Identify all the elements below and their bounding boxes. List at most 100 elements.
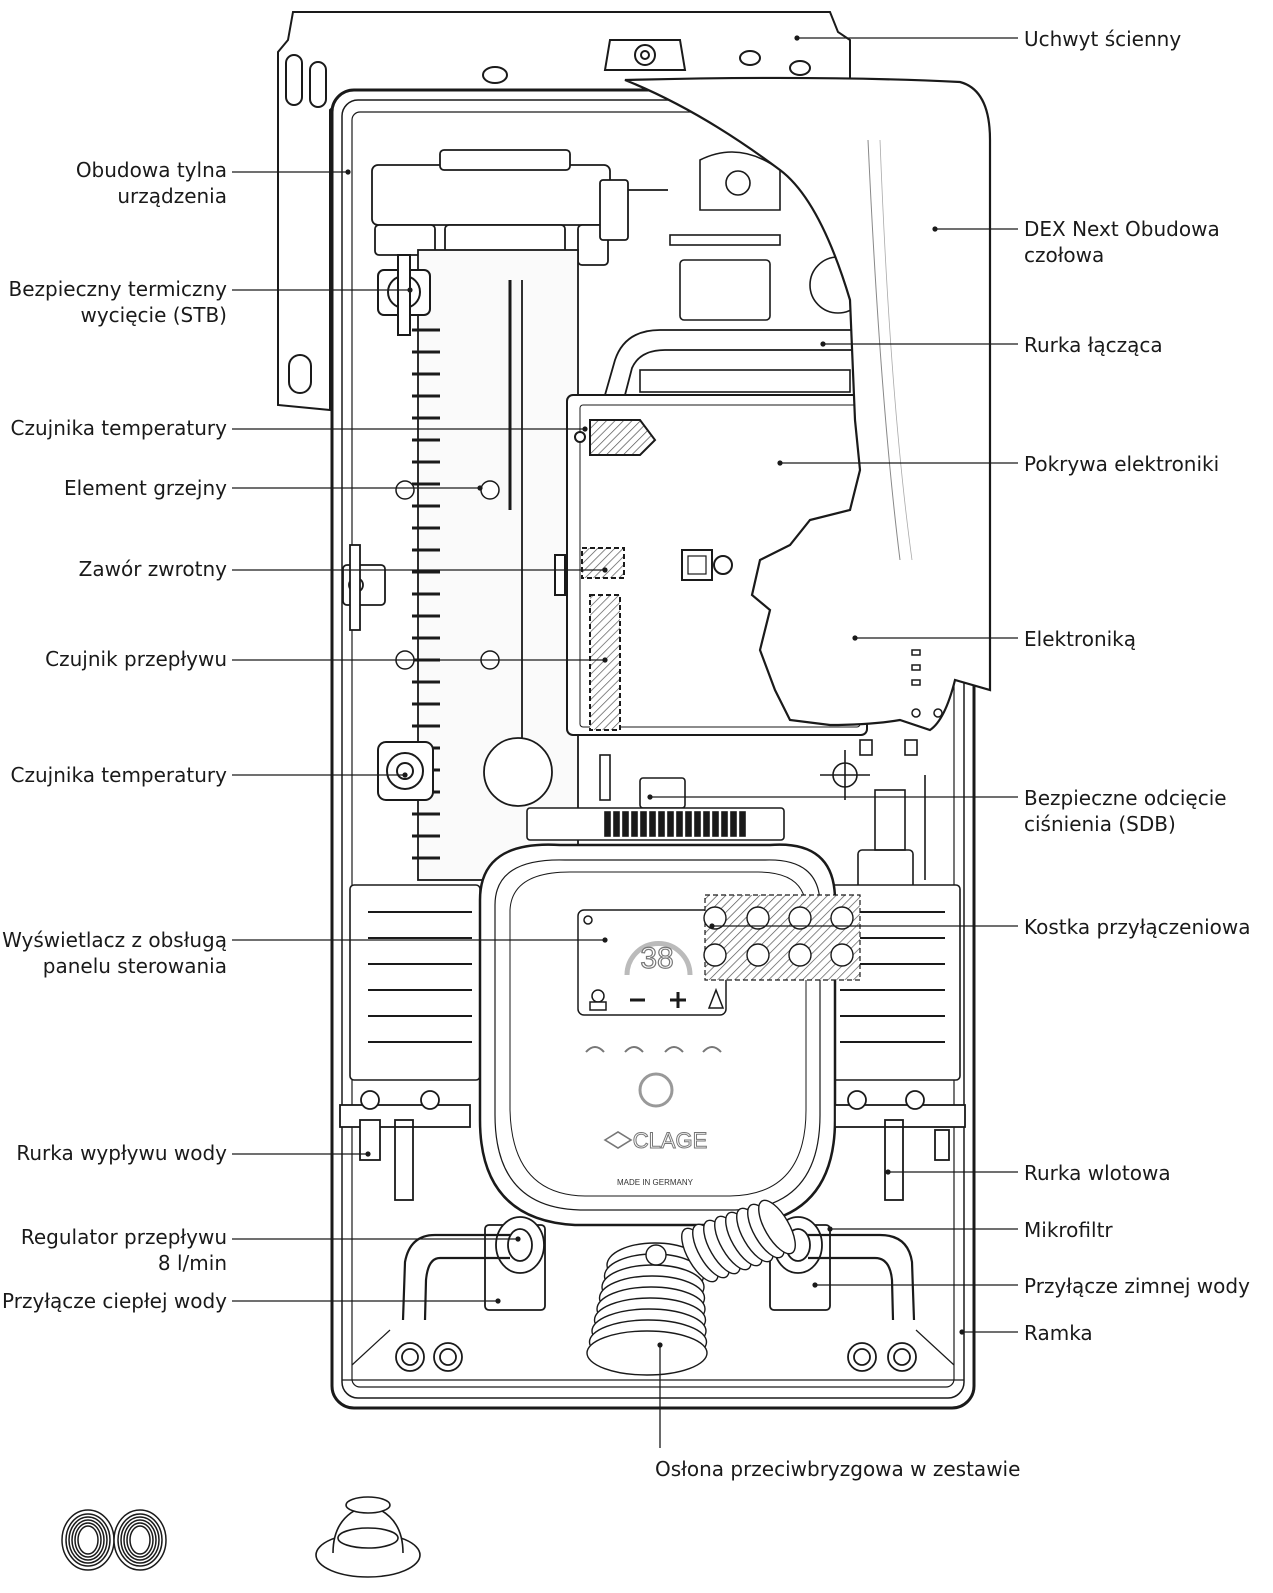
connector-pin (712, 811, 719, 837)
label-temp-sensor-bottom: Czujnika temperatury (10, 763, 227, 787)
leader-dot (515, 1236, 521, 1242)
connector-pin (685, 811, 692, 837)
terminal-screw (703, 906, 727, 930)
terminal-screw (830, 906, 854, 930)
stb-switch (377, 254, 431, 336)
terminal-screw (746, 943, 770, 967)
leader-dot (407, 287, 413, 293)
display-panel (577, 909, 727, 1149)
terminal-screw (788, 906, 812, 930)
leader-dot (345, 169, 351, 175)
top-connector (526, 807, 785, 841)
leader-dot (647, 794, 653, 800)
connector-pin (739, 811, 746, 837)
heating-block (371, 149, 668, 881)
leader-dot (777, 460, 783, 466)
label-stb-line2: wycięcie (STB) (80, 303, 227, 327)
terminal-screw (830, 943, 854, 967)
label-wall-bracket: Uchwyt ścienny (1024, 27, 1182, 51)
label-hot-connection: Przyłącze ciepłej wody (2, 1289, 227, 1313)
label-electronics: Elektroniką (1024, 627, 1137, 651)
connector-pin (667, 811, 674, 837)
connector-pin (613, 811, 620, 837)
label-sdb-line1: Bezpieczne odcięcie (1024, 786, 1227, 810)
nipple-thread (65, 1513, 111, 1567)
connector-pin (676, 811, 683, 837)
connector-pin (649, 811, 656, 837)
brand-logo: CLAGE (633, 1128, 708, 1153)
label-check-valve: Zawór zwrotny (78, 557, 227, 581)
display-temperature: 38 (640, 942, 673, 975)
label-stb-line1: Bezpieczny termiczny (8, 277, 227, 301)
lower-fittings (339, 1090, 966, 1372)
leader-dot (602, 567, 608, 573)
leader-dot (959, 1329, 965, 1335)
connector-pin (604, 811, 611, 837)
label-frame: Ramka (1024, 1321, 1093, 1345)
leader-dot (582, 426, 588, 432)
sdb-area (599, 739, 926, 891)
connector-pin (721, 811, 728, 837)
label-flow-sensor: Czujnik przepływu (45, 647, 227, 671)
label-heating-element: Element grzejny (64, 476, 227, 500)
connector-pin (730, 811, 737, 837)
nipple-thread (71, 1519, 105, 1561)
label-sdb: Bezpieczne odcięcie ciśnienia (SDB) (1024, 785, 1227, 837)
connector-pin (694, 811, 701, 837)
label-rear-housing: Obudowa tylna urządzenia (76, 157, 227, 209)
nipple-thread (117, 1513, 163, 1567)
leader-dot (827, 1226, 833, 1232)
temperature-sensor-bottom (377, 741, 434, 801)
leader-dot (602, 937, 608, 943)
label-electronics-cover: Pokrywa elektroniki (1024, 452, 1220, 476)
label-outlet-tube: Rurka wypływu wody (16, 1141, 227, 1165)
label-front-cover-line2: czołowa (1024, 243, 1105, 267)
leader-dot (709, 923, 715, 929)
label-terminal-block: Kostka przyłączeniowa (1024, 915, 1251, 939)
terminal-screw (746, 906, 770, 930)
leader-dot (365, 1151, 371, 1157)
nipple-thread (74, 1522, 102, 1558)
label-stb: Bezpieczny termiczny wycięcie (STB) (8, 276, 227, 328)
nipple-thread (120, 1516, 160, 1564)
left-clip (342, 544, 386, 631)
leader-lines (232, 35, 1018, 1448)
hose-clamp (645, 1244, 667, 1266)
upper-mechanics (639, 151, 867, 393)
label-temp-sensor-top: Czujnika temperatury (10, 416, 227, 440)
accessory-grommet (315, 1496, 421, 1578)
leader-dot (402, 772, 408, 778)
accessory-nipples (61, 1509, 167, 1571)
leader-dot (812, 1282, 818, 1288)
leader-dot (657, 1342, 663, 1348)
label-display: Wyświetlacz z obsługą panelu sterowania (2, 927, 227, 979)
connector-pin (703, 811, 710, 837)
label-inlet-tube: Rurka wlotowa (1024, 1161, 1171, 1185)
connector-pin (640, 811, 647, 837)
nipple-thread (126, 1522, 154, 1558)
label-flow-regulator: Regulator przepływu 8 l/min (21, 1224, 227, 1276)
nipple-thread (129, 1525, 151, 1555)
label-display-line2: panelu sterowania (42, 954, 227, 978)
leader-dot (885, 1169, 891, 1175)
nipple-thread (68, 1516, 108, 1564)
label-microfilter: Mikrofiltr (1024, 1218, 1113, 1242)
connector-pin (622, 811, 629, 837)
label-flow-regulator-line1: Regulator przepływu (20, 1225, 227, 1249)
board-indicators (911, 649, 943, 718)
connecting-tube (604, 329, 860, 396)
label-sdb-line2: ciśnienia (SDB) (1024, 812, 1176, 836)
connector-pin (658, 811, 665, 837)
hose-ring (586, 1330, 708, 1376)
terminal-screw (788, 943, 812, 967)
splash-guard-hose (586, 1199, 796, 1376)
label-rear-housing-line2: urządzenia (117, 184, 227, 208)
nipple-thread (123, 1519, 157, 1561)
label-front-cover-line1: DEX Next Obudowa (1024, 217, 1220, 241)
connector-pin (631, 811, 638, 837)
front-cover (624, 76, 992, 732)
leader-dot (794, 35, 800, 41)
nipple-thread (77, 1525, 99, 1555)
leader-dot (820, 341, 826, 347)
